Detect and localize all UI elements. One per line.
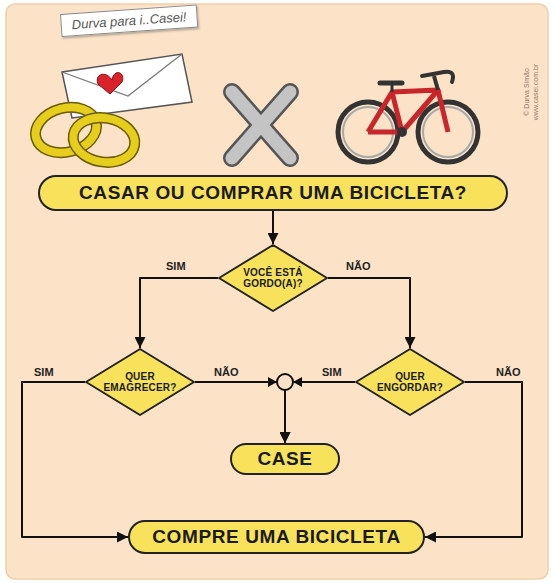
terminal-box: CASAR OU COMPRAR UMA BICICLETA?: [38, 175, 508, 211]
node-text: CASAR OU COMPRAR UMA BICICLETA?: [79, 182, 467, 204]
copyright-note: © Durva Simão: [523, 68, 530, 116]
flow-arrow: [140, 278, 218, 348]
edge-label: NÃO: [496, 366, 520, 378]
edge-label: NÃO: [214, 366, 238, 378]
node-text: QUER EMAGRECER?: [102, 371, 178, 394]
flow-arrow: [328, 278, 410, 348]
bicycle-illustration: [338, 72, 478, 162]
merge-arrowhead: [268, 377, 277, 387]
edge-label: NÃO: [346, 260, 370, 272]
decision-diamond: QUER ENGORDAR?: [355, 348, 465, 416]
rings-illustration: [30, 101, 138, 167]
flow-arrow: [272, 211, 274, 244]
decision-diamond: QUER EMAGRECER?: [85, 348, 195, 416]
edge-label: SIM: [322, 366, 342, 378]
terminal-box: CASE: [230, 443, 340, 475]
node-text: CASE: [257, 448, 312, 470]
node-text: QUER ENGORDAR?: [372, 371, 448, 394]
flow-arrow: [285, 382, 355, 443]
edge-label: SIM: [166, 260, 186, 272]
node-text: VOCÊ ESTÁ GORDO(A)?: [242, 267, 304, 290]
decision-diamond: VOCÊ ESTÁ GORDO(A)?: [218, 244, 328, 312]
flow-arrow: [425, 382, 522, 537]
versus-symbol: [232, 92, 290, 158]
merge-connector: [277, 374, 293, 390]
credit-tag: Durva para i..Casei!: [60, 4, 198, 36]
merge-arrowhead: [293, 377, 302, 387]
terminal-box: COMPRE UMA BICICLETA: [128, 520, 425, 554]
edge-label: SIM: [34, 366, 54, 378]
copyright-note: www.casei.com.br: [532, 64, 539, 120]
background-card: [6, 4, 548, 579]
flow-arrow: [195, 382, 285, 443]
node-text: COMPRE UMA BICICLETA: [152, 526, 400, 548]
flow-arrow: [22, 382, 128, 537]
